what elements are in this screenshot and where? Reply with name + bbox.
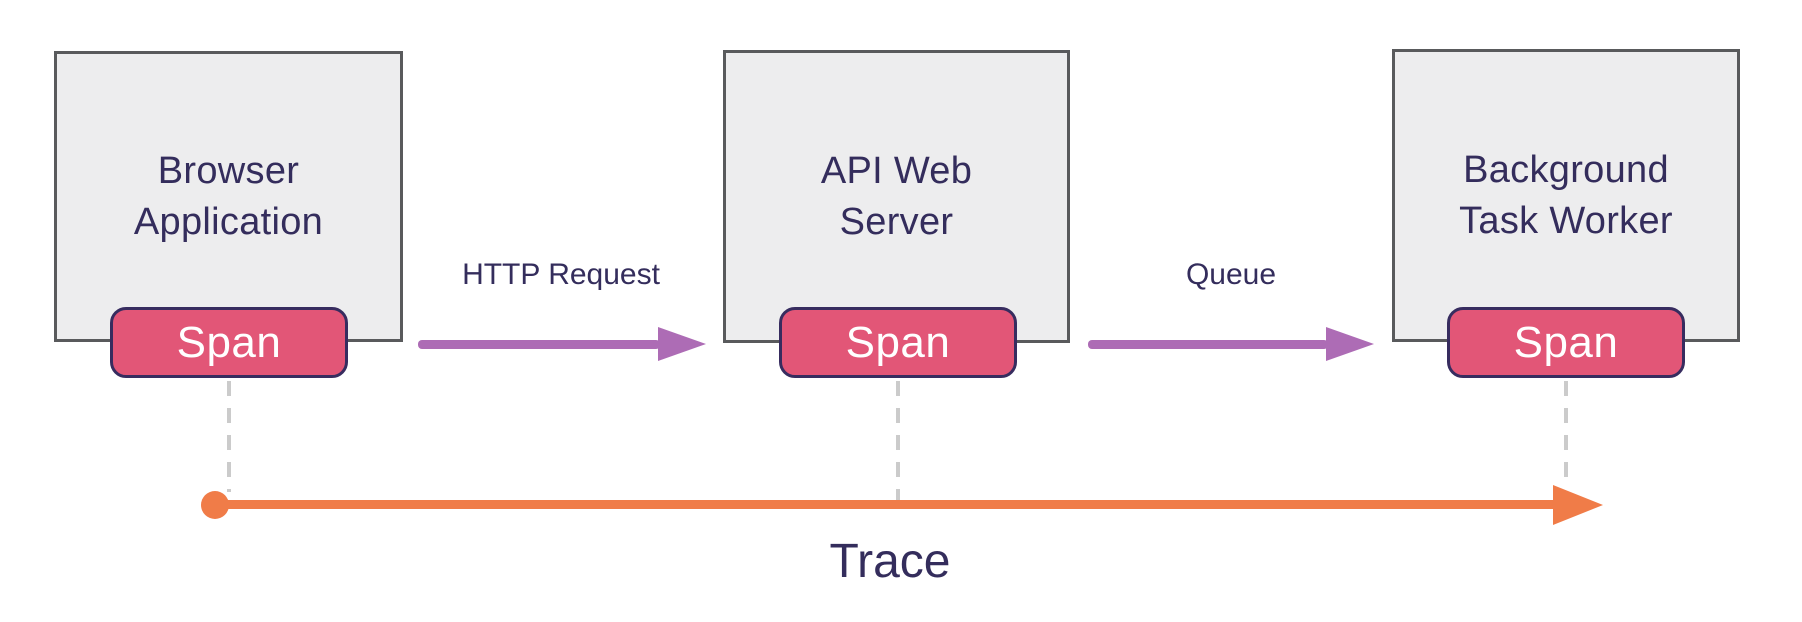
node-api-web-server: API Web Server [723, 50, 1070, 343]
node-label-api-web-server: API Web Server [820, 150, 973, 243]
http-request-arrow-head-icon [658, 327, 706, 361]
span-label: Span [176, 317, 282, 367]
edge-label-queue: Queue [1185, 258, 1277, 291]
node-browser-application: Browser Application [54, 51, 403, 342]
node-background-task-worker: Background Task Worker [1392, 49, 1740, 342]
span-pill-browser-application: Span [110, 307, 348, 378]
edge-label-http-request: HTTP Request [462, 258, 660, 291]
span-trace-connector-1 [227, 381, 231, 492]
http-request-arrow-shaft [418, 340, 660, 349]
trace-timeline [215, 500, 1555, 509]
queue-arrow-shaft [1088, 340, 1328, 349]
span-label: Span [845, 317, 951, 367]
span-label: Span [1513, 317, 1619, 367]
span-pill-api-web-server: Span [779, 307, 1017, 378]
trace-arrow-head-icon [1553, 485, 1603, 525]
span-pill-background-task-worker: Span [1447, 307, 1685, 378]
span-trace-connector-3 [1564, 381, 1568, 477]
trace-label: Trace [829, 535, 951, 588]
queue-arrow-head-icon [1326, 327, 1374, 361]
span-trace-connector-2 [896, 381, 900, 507]
node-label-browser-application: Browser Application [133, 150, 324, 243]
node-label-background-task-worker: Background Task Worker [1459, 149, 1673, 242]
